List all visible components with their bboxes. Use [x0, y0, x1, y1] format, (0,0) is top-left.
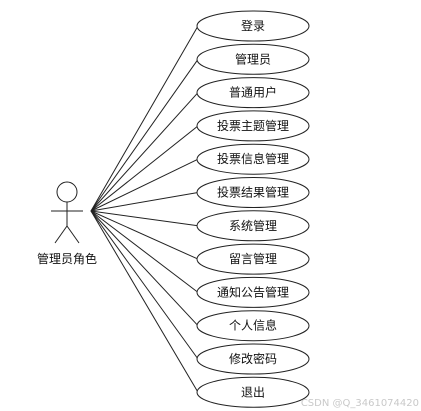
association-line — [90, 59, 199, 212]
use-case: 退出 — [196, 376, 310, 408]
use-case-label: 修改密码 — [229, 351, 277, 366]
use-case-ellipse — [196, 10, 310, 42]
association-line — [90, 210, 199, 260]
use-case-ellipse — [196, 77, 310, 109]
association-line — [90, 210, 199, 327]
use-case: 投票主题管理 — [196, 110, 310, 142]
use-case-ellipse — [196, 310, 310, 342]
use-case-label: 退出 — [241, 385, 265, 399]
use-case-ellipse — [196, 143, 310, 175]
use-case: 登录 — [196, 10, 310, 42]
use-case-list: 登录管理员普通用户投票主题管理投票信息管理投票结果管理系统管理留言管理通知公告管… — [196, 10, 310, 408]
use-case: 修改密码 — [196, 343, 310, 375]
association-line — [90, 192, 199, 212]
use-case-ellipse — [196, 177, 310, 208]
use-case: 投票信息管理 — [196, 143, 310, 175]
use-case-label: 登录 — [241, 18, 265, 33]
use-case-ellipse — [196, 210, 310, 242]
use-case-ellipse — [196, 276, 310, 308]
use-case-ellipse — [196, 376, 310, 408]
use-case-label: 投票主题管理 — [217, 118, 289, 133]
watermark: CSDN @Q_3461074420 — [300, 398, 419, 409]
use-case-ellipse — [196, 243, 310, 275]
association-line — [90, 125, 199, 212]
use-case: 投票结果管理 — [196, 177, 310, 208]
use-case-label: 留言管理 — [229, 251, 277, 266]
association-line — [90, 92, 199, 212]
use-case: 个人信息 — [196, 310, 310, 342]
use-case-ellipse — [196, 43, 310, 75]
use-case: 管理员 — [196, 43, 310, 75]
association-line — [90, 210, 199, 393]
use-case-label: 投票结果管理 — [217, 185, 289, 200]
use-case-label: 个人信息 — [229, 318, 277, 333]
association-line — [90, 210, 199, 360]
actor-label: 管理员角色 — [37, 251, 97, 266]
use-case-label: 普通用户 — [229, 85, 277, 100]
use-case-label: 通知公告管理 — [217, 284, 289, 299]
use-case-ellipse — [196, 343, 310, 375]
use-case: 通知公告管理 — [196, 276, 310, 308]
association-line — [90, 210, 199, 293]
use-case-label: 管理员 — [235, 51, 271, 66]
use-case: 普通用户 — [196, 77, 310, 109]
actor-left-leg — [54, 225, 68, 244]
association-line — [90, 210, 199, 227]
association-lines — [90, 25, 199, 393]
use-case: 系统管理 — [196, 210, 310, 242]
use-case: 留言管理 — [196, 243, 310, 275]
use-case-label: 投票信息管理 — [217, 151, 289, 166]
use-case-ellipse — [196, 110, 310, 142]
actor-right-leg — [66, 225, 80, 244]
actor — [51, 181, 83, 244]
actor-head — [56, 181, 78, 203]
association-line — [90, 158, 199, 212]
use-case-label: 系统管理 — [229, 218, 277, 233]
association-line — [90, 25, 199, 212]
